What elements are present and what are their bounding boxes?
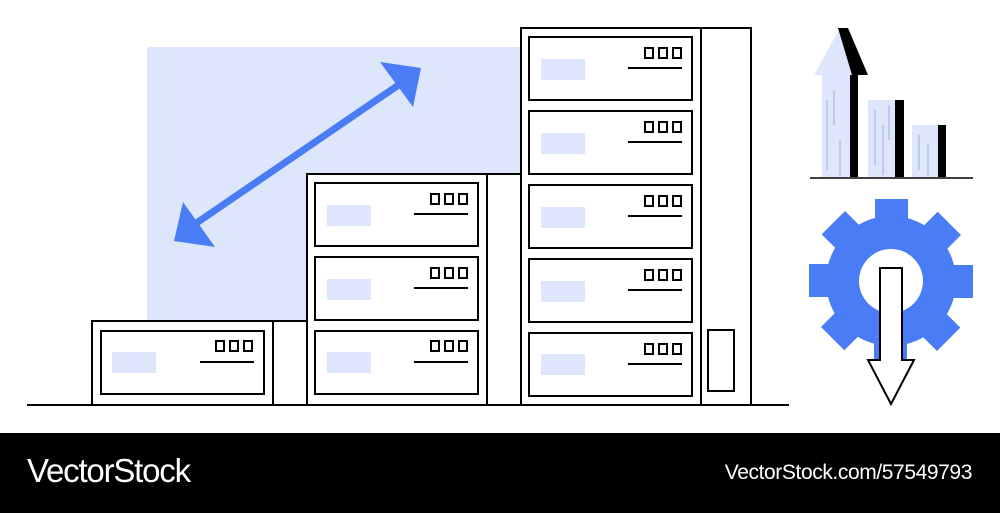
rack-door-handle <box>707 329 735 392</box>
server-unit <box>528 36 693 101</box>
server-unit <box>314 182 479 247</box>
gear-down-arrow-icon <box>809 199 973 407</box>
server-unit <box>528 258 693 323</box>
server-rack-medium <box>306 173 523 406</box>
server-unit <box>528 110 693 175</box>
server-unit <box>100 330 265 395</box>
double-headed-arrow-icon <box>174 62 421 247</box>
watermark-footer: VectorStock VectorStock.com/57549793 <box>0 433 1000 513</box>
server-unit <box>314 256 479 321</box>
server-unit <box>314 330 479 395</box>
server-unit <box>528 332 693 397</box>
server-rack-small <box>91 320 308 406</box>
server-unit <box>528 184 693 249</box>
server-rack-large <box>520 27 752 406</box>
server-scaling-illustration <box>27 27 973 407</box>
image-reference-text: VectorStock.com/57549793 <box>724 461 973 484</box>
bar-chart-up-arrow-icon <box>810 28 973 179</box>
brand-logo: VectorStock <box>27 452 191 489</box>
